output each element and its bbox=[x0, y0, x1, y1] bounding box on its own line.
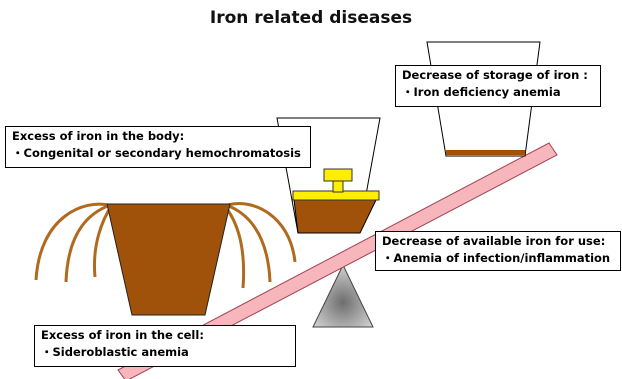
diagram-title: Iron related diseases bbox=[0, 8, 622, 28]
iron-residue bbox=[446, 150, 525, 155]
weight-stem bbox=[333, 181, 343, 192]
iron-pot bbox=[107, 204, 230, 315]
label-body-excess: Excess of iron in the body: ・Congenital … bbox=[5, 126, 311, 168]
label-heading: Decrease of storage of iron : bbox=[402, 67, 594, 84]
label-heading: Excess of iron in the body: bbox=[12, 128, 304, 145]
label-heading: Decrease of available iron for use: bbox=[382, 233, 614, 250]
iron-layer bbox=[294, 200, 376, 233]
label-cell-excess: Excess of iron in the cell: ・Sideroblast… bbox=[34, 325, 296, 367]
label-available-decrease: Decrease of available iron for use: ・Ane… bbox=[375, 231, 621, 271]
label-item: ・Sideroblastic anemia bbox=[41, 344, 289, 361]
weight-handle bbox=[324, 169, 352, 181]
overflow-strand bbox=[66, 205, 110, 282]
label-item: ・Congenital or secondary hemochromatosis bbox=[12, 145, 304, 162]
label-heading: Excess of iron in the cell: bbox=[41, 327, 289, 344]
label-storage-decrease: Decrease of storage of iron : ・Iron defi… bbox=[395, 65, 601, 107]
label-item: ・Iron deficiency anemia bbox=[402, 84, 594, 101]
label-item: ・Anemia of infection/inflammation bbox=[382, 250, 614, 267]
